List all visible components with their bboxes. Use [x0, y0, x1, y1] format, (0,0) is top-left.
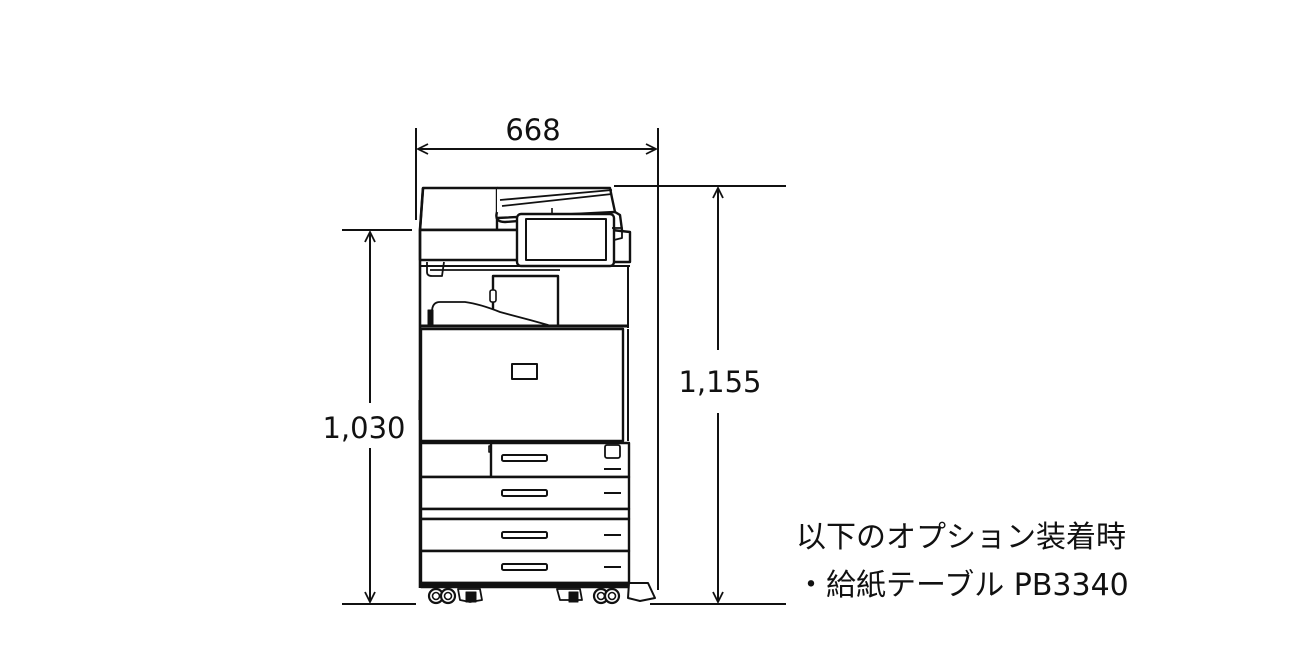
tray-3-handle — [501, 531, 548, 539]
width-dimension — [415, 128, 659, 590]
body-height-dimension — [342, 229, 416, 605]
printer-illustration — [418, 186, 656, 605]
paper-tray-1 — [419, 441, 631, 479]
document-feeder — [418, 186, 624, 232]
total-height-dimension — [614, 185, 786, 605]
paper-tray-2 — [419, 475, 631, 511]
width-label: 668 — [505, 113, 560, 147]
front-door — [418, 324, 629, 443]
tray-1-handle — [501, 454, 548, 462]
tray-2-handle — [501, 489, 548, 497]
scanner-body-left — [418, 228, 522, 262]
total-height-label: 1,155 — [678, 365, 761, 399]
option-note-item: ・給紙テーブル PB3340 — [796, 568, 1129, 603]
stabilizer-foot — [627, 582, 656, 602]
tray-4-handle — [501, 563, 548, 571]
control-panel — [515, 212, 623, 268]
door-handle — [511, 363, 538, 380]
casters — [427, 587, 621, 605]
option-note-title: 以下のオプション装着時 — [796, 520, 1126, 555]
output-tray-area — [420, 261, 630, 328]
paper-feed-table — [419, 507, 631, 589]
body-height-label: 1,030 — [322, 411, 405, 445]
